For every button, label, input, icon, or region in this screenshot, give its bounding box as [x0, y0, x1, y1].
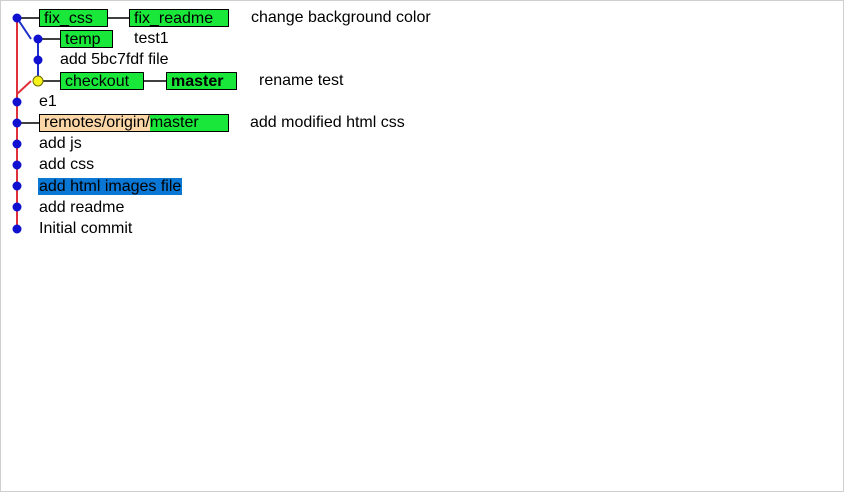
commit-message[interactable]: change background color — [251, 9, 431, 26]
commit-dot[interactable] — [12, 202, 22, 212]
commit-dot[interactable] — [12, 224, 22, 234]
commit-dot[interactable] — [33, 55, 43, 65]
commit-dot[interactable] — [33, 34, 43, 44]
branch-tag-fix-css[interactable]: fix_css — [39, 9, 108, 27]
commit-message[interactable]: e1 — [39, 93, 57, 110]
branch-tag-checkout[interactable]: checkout — [60, 72, 144, 90]
selected-commit-message[interactable]: add html images file — [38, 177, 183, 197]
commit-message[interactable]: test1 — [134, 30, 169, 47]
branch-tag-fix-readme[interactable]: fix_readme — [129, 9, 229, 27]
remote-branch-tag[interactable]: remotes/origin/master — [39, 114, 229, 132]
selection-highlight: add html images file — [38, 178, 183, 195]
commit-dot[interactable] — [12, 139, 22, 149]
commit-message[interactable]: rename test — [259, 72, 344, 89]
remote-tag-name: master — [149, 115, 228, 131]
commit-message[interactable]: add modified html css — [250, 114, 405, 131]
commit-message[interactable]: add js — [39, 135, 82, 152]
commit-dot[interactable] — [12, 118, 22, 128]
commit-dot[interactable] — [12, 160, 22, 170]
commit-message[interactable]: Initial commit — [39, 220, 133, 237]
branch-tag-temp[interactable]: temp — [60, 30, 113, 48]
branch-tag-master[interactable]: master — [166, 72, 237, 90]
commit-message[interactable]: add readme — [39, 199, 125, 216]
commit-dot[interactable] — [12, 97, 22, 107]
commit-message[interactable]: add 5bc7fdf file — [60, 51, 169, 68]
head-commit-dot[interactable] — [32, 75, 44, 87]
commit-dot[interactable] — [12, 181, 22, 191]
branch-connector-red — [16, 80, 32, 95]
remote-tag-prefix: remotes/origin/ — [40, 115, 150, 131]
commit-dot[interactable] — [12, 13, 22, 23]
commit-message[interactable]: add css — [39, 156, 95, 173]
